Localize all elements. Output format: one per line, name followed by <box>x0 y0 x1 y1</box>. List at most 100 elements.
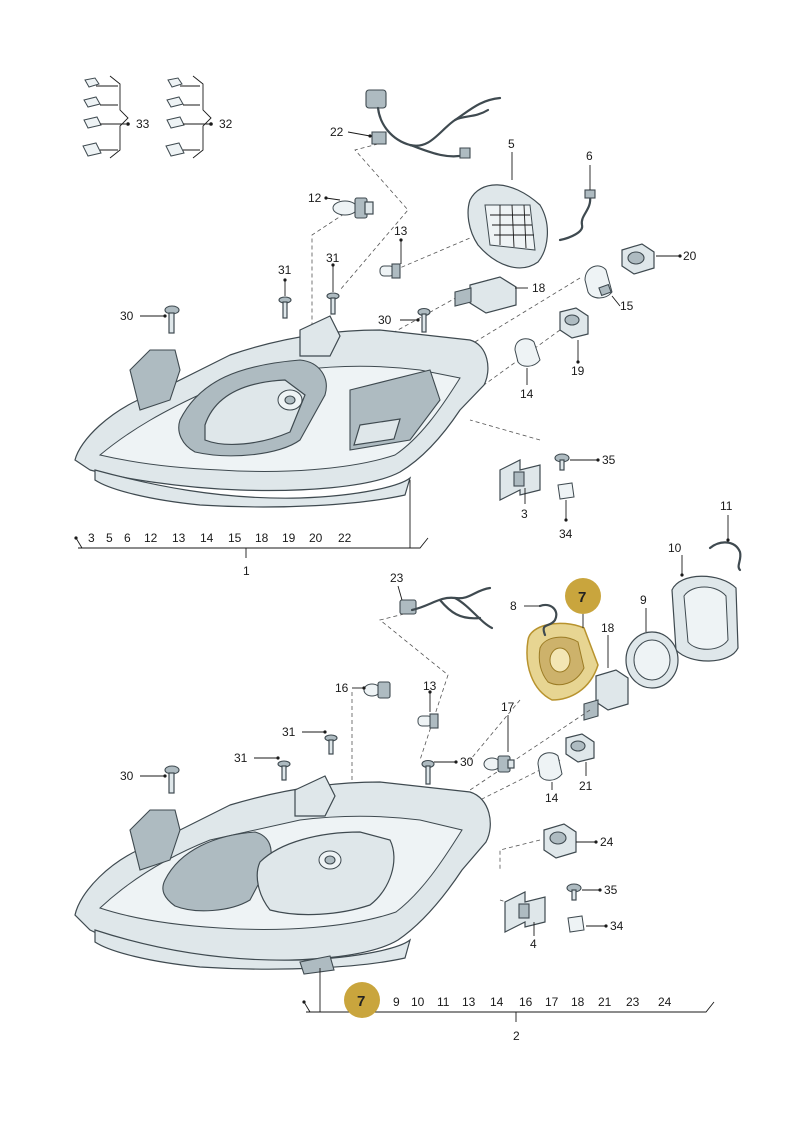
socket-19 <box>559 307 589 339</box>
socket-24 <box>543 823 577 859</box>
label-14-upper: 14 <box>520 387 534 401</box>
label-21: 21 <box>579 779 593 793</box>
label-23: 23 <box>390 571 404 585</box>
reflector-7-highlighted <box>526 622 599 701</box>
label-13-upper: 13 <box>394 224 408 238</box>
label-18-lower: 18 <box>601 621 615 635</box>
label-5: 5 <box>508 137 515 151</box>
label-31-lower-b: 31 <box>234 751 248 765</box>
label-6: 6 <box>586 149 593 163</box>
bracket-4 <box>504 891 546 933</box>
label-31-upper-left: 31 <box>278 263 292 277</box>
clip-set-33 <box>82 75 130 159</box>
badge-7-top <box>565 578 601 614</box>
badge-7-bottom-label: 7 <box>357 993 365 1010</box>
label-31-lower-a: 31 <box>282 725 296 739</box>
badge-7-top-label: 7 <box>578 589 586 606</box>
bulb-17 <box>483 755 515 773</box>
screw-35-upper <box>554 453 570 471</box>
label-35-upper: 35 <box>602 453 616 467</box>
label-11: 11 <box>720 499 733 513</box>
assembly-2-item: 17 <box>545 995 559 1009</box>
label-14-lower: 14 <box>545 791 559 805</box>
assembly-2-bracket <box>302 968 715 1022</box>
motor-18-lower <box>583 669 629 721</box>
assembly-2-item: 11 <box>437 995 450 1009</box>
label-34-upper: 34 <box>559 527 573 541</box>
ring-9 <box>625 631 679 689</box>
assembly-2-item: 24 <box>658 995 672 1009</box>
label-16: 16 <box>335 681 349 695</box>
bulb-13-upper <box>379 263 401 279</box>
assembly-2-parts-list: 9 10 11 13 14 16 17 18 21 23 24 <box>393 995 672 1009</box>
screw-30-upper-left <box>164 305 180 334</box>
bulb-13-lower <box>417 713 439 729</box>
assembly-1-item: 20 <box>309 531 323 545</box>
bulb-14-upper <box>514 338 541 367</box>
label-32: 32 <box>219 117 233 131</box>
label-30-upper-left: 30 <box>120 309 134 323</box>
screw-31-lower-a <box>324 734 338 755</box>
label-30-lower-left: 30 <box>120 769 134 783</box>
headlight-housing-upper <box>74 315 489 508</box>
label-35-lower: 35 <box>604 883 618 897</box>
label-22: 22 <box>330 125 344 139</box>
label-13-lower: 13 <box>423 679 437 693</box>
label-3-part: 3 <box>521 507 528 521</box>
label-10: 10 <box>668 541 682 555</box>
clip-set-32 <box>165 75 213 159</box>
assembly-2-item: 13 <box>462 995 476 1009</box>
label-33: 33 <box>136 117 150 131</box>
assembly-1-parts-list: 3 5 6 12 13 14 15 18 19 20 22 <box>88 531 352 545</box>
assembly-1-item: 14 <box>200 531 214 545</box>
assembly-2-item: 23 <box>626 995 640 1009</box>
bracket-3 <box>499 459 541 501</box>
assembly-2-item: 14 <box>490 995 504 1009</box>
wiring-harness-22 <box>365 89 502 159</box>
wire-6 <box>558 189 596 242</box>
label-24: 24 <box>600 835 614 849</box>
cover-5 <box>467 184 548 269</box>
label-30-lower-mid: 30 <box>460 755 474 769</box>
assembly-1-item: 13 <box>172 531 186 545</box>
assembly-2-item: 18 <box>571 995 585 1009</box>
assembly-1-item: 22 <box>338 531 352 545</box>
screw-31-lower-b <box>277 760 291 781</box>
bulb-14-lower <box>537 752 563 781</box>
label-18-upper: 18 <box>532 281 546 295</box>
label-8: 8 <box>510 599 517 613</box>
clip-34-lower <box>567 915 585 933</box>
bulb-12 <box>332 197 374 219</box>
label-20: 20 <box>683 249 697 263</box>
label-31-upper-right: 31 <box>326 251 340 265</box>
assembly-2-item: 10 <box>411 995 425 1009</box>
socket-21 <box>565 733 595 763</box>
connector-8 <box>538 603 558 637</box>
screw-30-upper-mid <box>417 307 431 333</box>
screw-31-upper-right <box>326 292 340 315</box>
label-17: 17 <box>501 700 515 714</box>
assembly-1-item: 5 <box>106 531 113 545</box>
motor-18-upper <box>454 276 517 314</box>
assembly-2-item: 16 <box>519 995 533 1009</box>
assembly-1-item: 6 <box>124 531 131 545</box>
label-19: 19 <box>571 364 585 378</box>
clip-34-upper <box>557 482 575 500</box>
assembly-1-item: 15 <box>228 531 242 545</box>
bulb-16 <box>363 681 391 699</box>
assembly-2-item: 21 <box>598 995 612 1009</box>
label-1: 1 <box>243 564 250 578</box>
assembly-1-item: 18 <box>255 531 269 545</box>
wire-11 <box>708 541 742 572</box>
label-34-lower: 34 <box>610 919 624 933</box>
label-30-upper-mid: 30 <box>378 313 392 327</box>
gasket-10 <box>671 575 739 662</box>
wiring-harness-23 <box>399 586 494 630</box>
assembly-1-item: 12 <box>144 531 158 545</box>
screw-30-lower-left <box>164 765 180 794</box>
assembly-2-item: 9 <box>393 995 400 1009</box>
label-9: 9 <box>640 593 647 607</box>
bulb-15 <box>584 265 613 299</box>
label-15: 15 <box>620 299 634 313</box>
